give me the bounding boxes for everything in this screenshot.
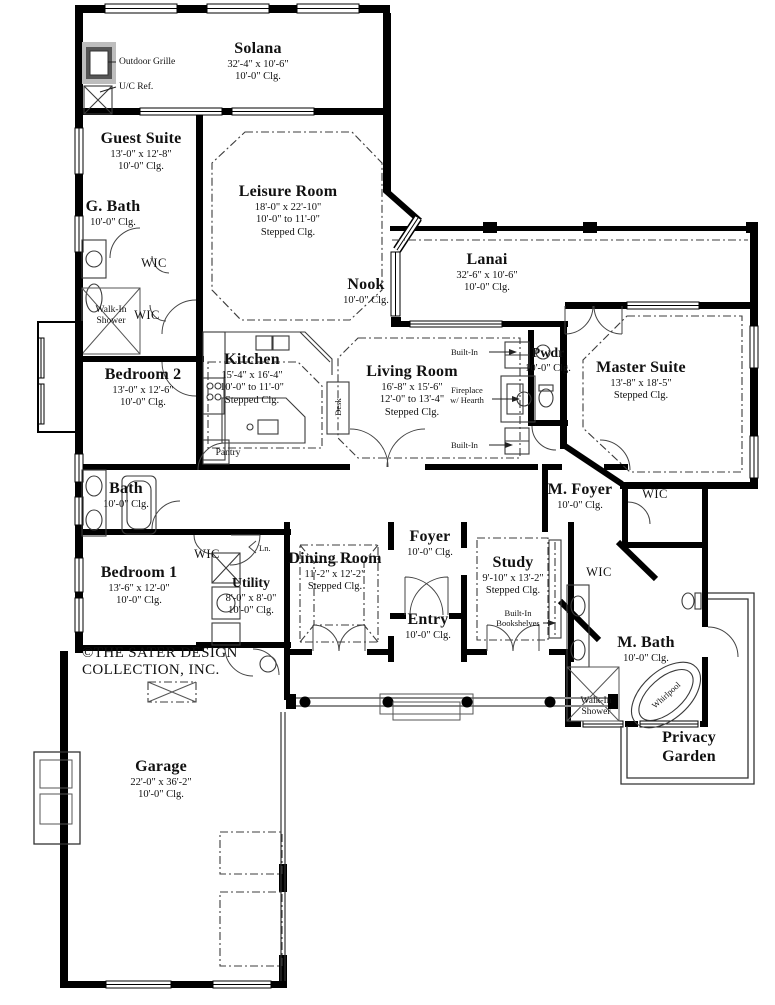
master-walk-in-shower: [566, 666, 620, 722]
room-label-bedroom1: Bedroom 1 13'-6" x 12'-0" 10'-0" Clg.: [100, 564, 178, 607]
room-label-m-foyer: M. Foyer 10'-0" Clg.: [547, 481, 613, 511]
pantry-cabinet: [202, 439, 230, 465]
room-label-master: Master Suite 13'-8" x 18'-5" Stepped Clg…: [596, 359, 686, 402]
wic-label-guest-2: WIC: [134, 308, 160, 322]
copyright-text: ©THE SATER DESIGN COLLECTION, INC.: [82, 645, 238, 678]
wic-label-guest: WIC: [141, 256, 167, 270]
room-label-garage: Garage 22'-0" x 36'-2" 10'-0" Clg.: [130, 758, 192, 801]
room-label-bath: Bath 10'-0" Clg.: [103, 480, 149, 510]
room-label-pwdr: Pwdr 10'-0" Clg.: [525, 346, 571, 374]
master-toilet: [681, 592, 695, 610]
windows: [37, 3, 759, 989]
room-label-kitchen: Kitchen 15'-4" x 16'-4" 10'-0" to 11'-0"…: [220, 351, 284, 406]
washer: [211, 552, 241, 584]
bookshelf-fixture: [548, 539, 562, 639]
breezeway-column: [259, 655, 277, 673]
porch-column: [461, 696, 473, 708]
desk-label: Desk: [332, 398, 343, 416]
bedroom2-bay: [37, 321, 83, 433]
linen-bifold: [248, 540, 257, 554]
room-label-utility: Utility 8'-0" x 8'-0" 10'-0" Clg.: [225, 576, 277, 616]
room-label-guest-suite: Guest Suite 13'-0" x 12'-8" 10'-0" Clg.: [100, 130, 182, 173]
desk-fixture: [326, 381, 350, 435]
uc-ref-fixture: [83, 85, 113, 115]
entry-steps: [379, 693, 474, 715]
pwdr-sink: [535, 344, 551, 360]
uc-ref-label: U/C Ref.: [119, 82, 154, 92]
pantry-label: Pantry: [215, 448, 241, 458]
garage-door-edge: [280, 712, 286, 981]
room-label-dining: Dining Room 11'-2" x 12'-2" Stepped Clg.: [288, 550, 382, 593]
wic-label-master-2: WIC: [586, 565, 612, 579]
room-label-lanai: Lanai 32'-6" x 10'-6" 10'-0" Clg.: [456, 251, 518, 294]
bookshelves-label: Built-In Bookshelves: [496, 608, 540, 629]
kitchen-island: [221, 397, 306, 444]
bathtub: [121, 475, 157, 535]
garden-wall: [620, 592, 755, 785]
guest-bath-sink: [85, 250, 103, 268]
dryer: [211, 586, 241, 620]
ceiling-dash-lines: [147, 131, 748, 967]
doors: [109, 227, 739, 677]
whirlpool-tub: [631, 661, 701, 729]
built-in-lower-label: Built-In: [451, 440, 478, 450]
room-label-solana: Solana 32'-4" x 10'-6" 10'-0" Clg.: [227, 40, 289, 83]
fixtures: [33, 42, 755, 981]
room-label-nook: Nook 10'-0" Clg.: [343, 276, 389, 306]
wic-label-master-1: WIC: [642, 487, 668, 501]
porch-column: [382, 696, 394, 708]
room-label-bedroom2: Bedroom 2 13'-0" x 12'-6" 10'-0" Clg.: [104, 366, 182, 409]
kitchen-sink: [255, 335, 273, 351]
room-label-study: Study 9'-10" x 13'-2" Stepped Clg.: [482, 554, 544, 597]
bath-sink: [85, 475, 103, 497]
porch-edge: [292, 697, 612, 707]
built-in-upper-label: Built-In: [451, 347, 478, 357]
master-walkin-shower-label: Walk-In Shower: [580, 696, 612, 718]
room-label-privacy-garden: Privacy Garden: [662, 729, 716, 765]
range: [202, 377, 225, 415]
room-label-g-bath: G. Bath 10'-0" Clg.: [85, 198, 141, 228]
porch-column: [544, 696, 556, 708]
leader-lines: [99, 61, 556, 626]
room-label-leisure: Leisure Room 18'-0" x 22'-10" 10'-0" to …: [238, 183, 338, 238]
outdoor-grille-label: Outdoor Grille: [119, 57, 176, 67]
room-label-foyer: Foyer 10'-0" Clg.: [407, 528, 453, 558]
fireplace-label: Fireplace w/ Hearth: [450, 385, 484, 406]
room-label-entry: Entry 10'-0" Clg.: [405, 611, 451, 641]
linen-label: Ln.: [259, 543, 271, 553]
pwdr-toilet: [538, 388, 554, 408]
room-label-m-bath: M. Bath 10'-0" Clg.: [617, 634, 675, 664]
porch-column: [299, 696, 311, 708]
guest-walkin-shower-label: Walk-In Shower: [95, 305, 127, 327]
wic-label-bedroom1: WIC: [194, 547, 220, 561]
room-label-living: Living Room 16'-8" x 15'-6" 12'-0" to 13…: [366, 363, 458, 418]
